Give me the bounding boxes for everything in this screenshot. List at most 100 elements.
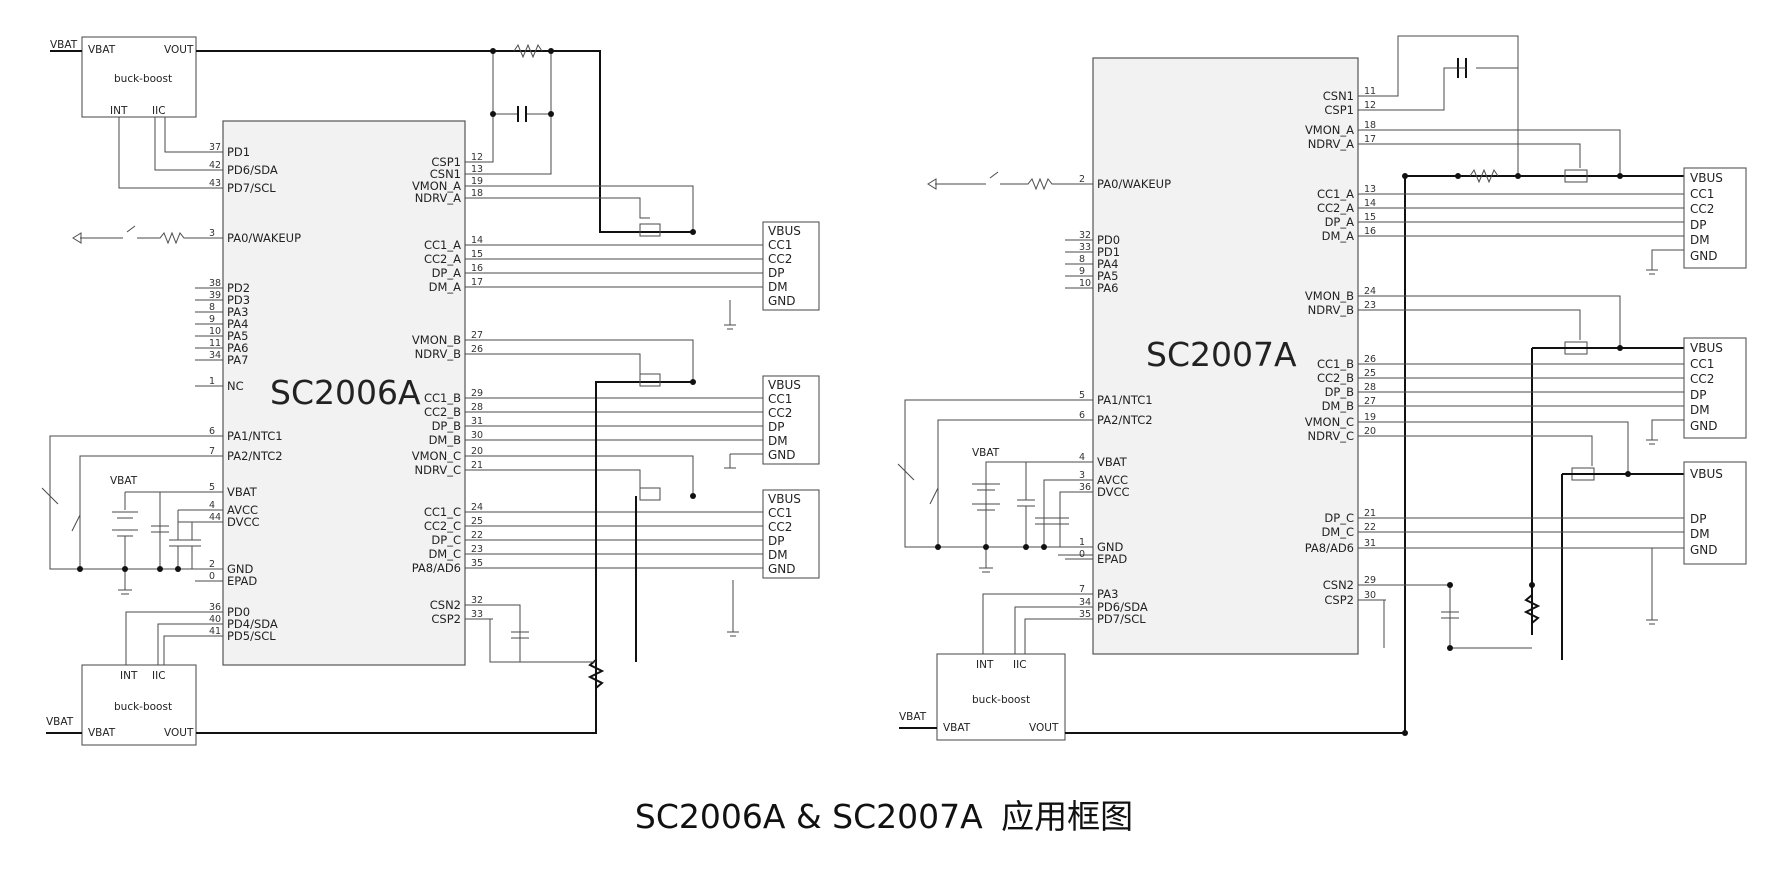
sc2006a-left-pin-number: 6	[209, 426, 215, 437]
sc2007a-left-pin-number: 35	[1079, 609, 1091, 620]
sc2007a-left-pin-number: 8	[1079, 254, 1085, 265]
sc2007a-right-pin-number: 13	[1364, 184, 1376, 195]
sc2006a-right-pin-label: DP_A	[432, 266, 462, 280]
sc2007a-left-pin-number: 9	[1079, 266, 1085, 277]
sc2007a-right-pin-number: 31	[1364, 538, 1376, 549]
sc2007a-left-pin-label: PA1/NTC1	[1097, 393, 1153, 407]
sc2007a-right-pin-number: 21	[1364, 508, 1376, 519]
sc2007a-right-pin-number: 12	[1364, 100, 1376, 111]
sc2006a-right-pin-number: 31	[471, 416, 483, 427]
svg-text:GND: GND	[1690, 249, 1718, 263]
sc2006a-left-pin-number: 5	[209, 482, 215, 493]
sc2007a-left-pin-label: EPAD	[1097, 552, 1127, 566]
sc2006a-right-pin-label: NDRV_A	[415, 191, 461, 205]
svg-text:DP: DP	[768, 534, 784, 548]
sc2006a-right-pin-label: DP_B	[432, 419, 462, 433]
sc2006a-right-pin-label: CC1_B	[424, 391, 461, 405]
left-top-vbat-label: VBAT	[50, 39, 78, 51]
svg-text:DP: DP	[1690, 512, 1706, 526]
sc2006a-right-pin-number: 27	[471, 330, 483, 341]
sc2006a-left-pin-label: GND	[227, 562, 254, 576]
caption-main: SC2006A & SC2007A	[634, 797, 983, 836]
svg-text:CC1: CC1	[768, 392, 792, 406]
svg-text:DP: DP	[1690, 218, 1706, 232]
sc2007a-right-pins: 11CSN112CSP118VMON_A17NDRV_A13CC1_A14CC2…	[1305, 86, 1386, 607]
sc2006a-left-pin-number: 11	[209, 338, 221, 349]
sc2006a-right-pin-label: CC2_C	[424, 519, 461, 533]
sc2006a-right-pin-number: 14	[471, 235, 483, 246]
sc2006a-right-pin-label: CC1_C	[424, 505, 461, 519]
sc2007a-left-pin-label: AVCC	[1097, 473, 1128, 487]
sc2006a-right-pin-number: 21	[471, 460, 483, 471]
sc2006a-left-pin-number: 3	[209, 228, 215, 239]
sc2006a-right-pin-label: PA8/AD6	[412, 561, 461, 575]
sc2006a-right-pin-number: 29	[471, 388, 483, 399]
sc2007a-section: SC2007A buck-boost INT IIC VBAT VOUT VBA…	[897, 35, 1747, 741]
caption-sub: 应用框图	[1001, 797, 1134, 836]
sc2007a-right-pin-label: CSP2	[1324, 593, 1354, 607]
sc2006a-left-pin-label: PD6/SDA	[227, 163, 278, 177]
svg-text:CC2: CC2	[768, 520, 792, 534]
sc2006a-right-pin-label: VMON_B	[412, 333, 461, 347]
sc2006a-right-pin-number: 20	[471, 446, 483, 457]
sc2006a-left-pin-number: 34	[209, 350, 221, 361]
svg-text:CC2: CC2	[1690, 202, 1714, 216]
sc2006a-left-pin-number: 2	[209, 559, 215, 570]
sc2007a-left-pin-label: DVCC	[1097, 485, 1130, 499]
sc2006a-left-pin-number: 38	[209, 278, 221, 289]
sc2006a-left-pin-label: DVCC	[227, 515, 260, 529]
sc2007a-right-pin-number: 24	[1364, 286, 1376, 297]
sc2007a-right-pin-label: CSP1	[1324, 103, 1354, 117]
sc2006a-left-pin-number: 40	[209, 614, 221, 625]
sc2006a-chip	[222, 120, 466, 666]
sc2007a-left-pin-label: PA2/NTC2	[1097, 413, 1153, 427]
sc2006a-right-pin-number: 28	[471, 402, 483, 413]
sc2006a-left-pin-label: EPAD	[227, 574, 257, 588]
sc2006a-right-pin-label: CC2_A	[424, 252, 461, 266]
sc2006a-right-pin-label: CSN2	[430, 598, 461, 612]
sc2006a-left-pin-label: PA2/NTC2	[227, 449, 283, 463]
sc2007a-right-pin-label: CSN2	[1323, 578, 1354, 592]
svg-text:CC1: CC1	[768, 238, 792, 252]
left-bottom-buckboost-title: buck-boost	[114, 701, 172, 713]
sc2006a-left-pin-number: 0	[209, 571, 215, 582]
sc2007a-left-pin-label: PD1	[1097, 245, 1120, 259]
sc2007a-left-pin-number: 5	[1079, 390, 1085, 401]
sc2007a-right-pin-label: VMON_C	[1305, 415, 1354, 429]
right-vbat-label: VBAT	[899, 711, 927, 723]
sc2007a-right-pin-number: 17	[1364, 134, 1376, 145]
sc2006a-left-pin-label: PD3	[227, 293, 250, 307]
sc2006a-right-pin-label: DM_B	[429, 433, 462, 447]
sc2006a-right-pin-number: 25	[471, 516, 483, 527]
sc2007a-right-pin-label: CSN1	[1323, 89, 1354, 103]
sc2006a-left-pin-number: 37	[209, 142, 221, 153]
sc2007a-right-pin-label: DP_C	[1324, 511, 1354, 525]
left-top-buckboost-pin-vout: VOUT	[164, 44, 194, 56]
sc2007a-right-pin-number: 29	[1364, 575, 1376, 586]
svg-text:DM: DM	[768, 548, 788, 562]
sc2007a-left-pin-label: PA6	[1097, 281, 1118, 295]
sc2006a-right-pin-number: 19	[471, 176, 483, 187]
svg-text:GND: GND	[768, 562, 796, 576]
sc2007a-right-pin-number: 11	[1364, 86, 1376, 97]
sc2006a-left-pin-number: 4	[209, 500, 215, 511]
sc2007a-right-pin-label: NDRV_A	[1308, 137, 1354, 151]
svg-text:VBUS: VBUS	[768, 378, 801, 392]
sc2007a-right-pin-label: DP_A	[1325, 215, 1355, 229]
sc2006a-right-pin-label: VMON_A	[412, 179, 461, 193]
sc2007a-left-pin-label: VBAT	[1097, 455, 1128, 469]
sc2007a-right-pin-label: CC2_B	[1317, 371, 1354, 385]
sc2007a-left-pin-number: 4	[1079, 452, 1085, 463]
sc2007a-right-pin-label: DM_B	[1322, 399, 1355, 413]
sc2006a-left-pin-number: 9	[209, 314, 215, 325]
sc2006a-right-pin-number: 33	[471, 609, 483, 620]
sc2006a-right-pin-number: 16	[471, 263, 483, 274]
sc2007a-left-pin-label: GND	[1097, 540, 1124, 554]
sc2006a-left-pin-label: PA0/WAKEUP	[227, 231, 301, 245]
sc2006a-right-pin-number: 24	[471, 502, 483, 513]
right-buckboost-title: buck-boost	[972, 694, 1030, 706]
svg-text:DM: DM	[768, 434, 788, 448]
sc2006a-left-pin-number: 41	[209, 626, 221, 637]
sc2006a-right-pin-label: CSP1	[431, 155, 461, 169]
